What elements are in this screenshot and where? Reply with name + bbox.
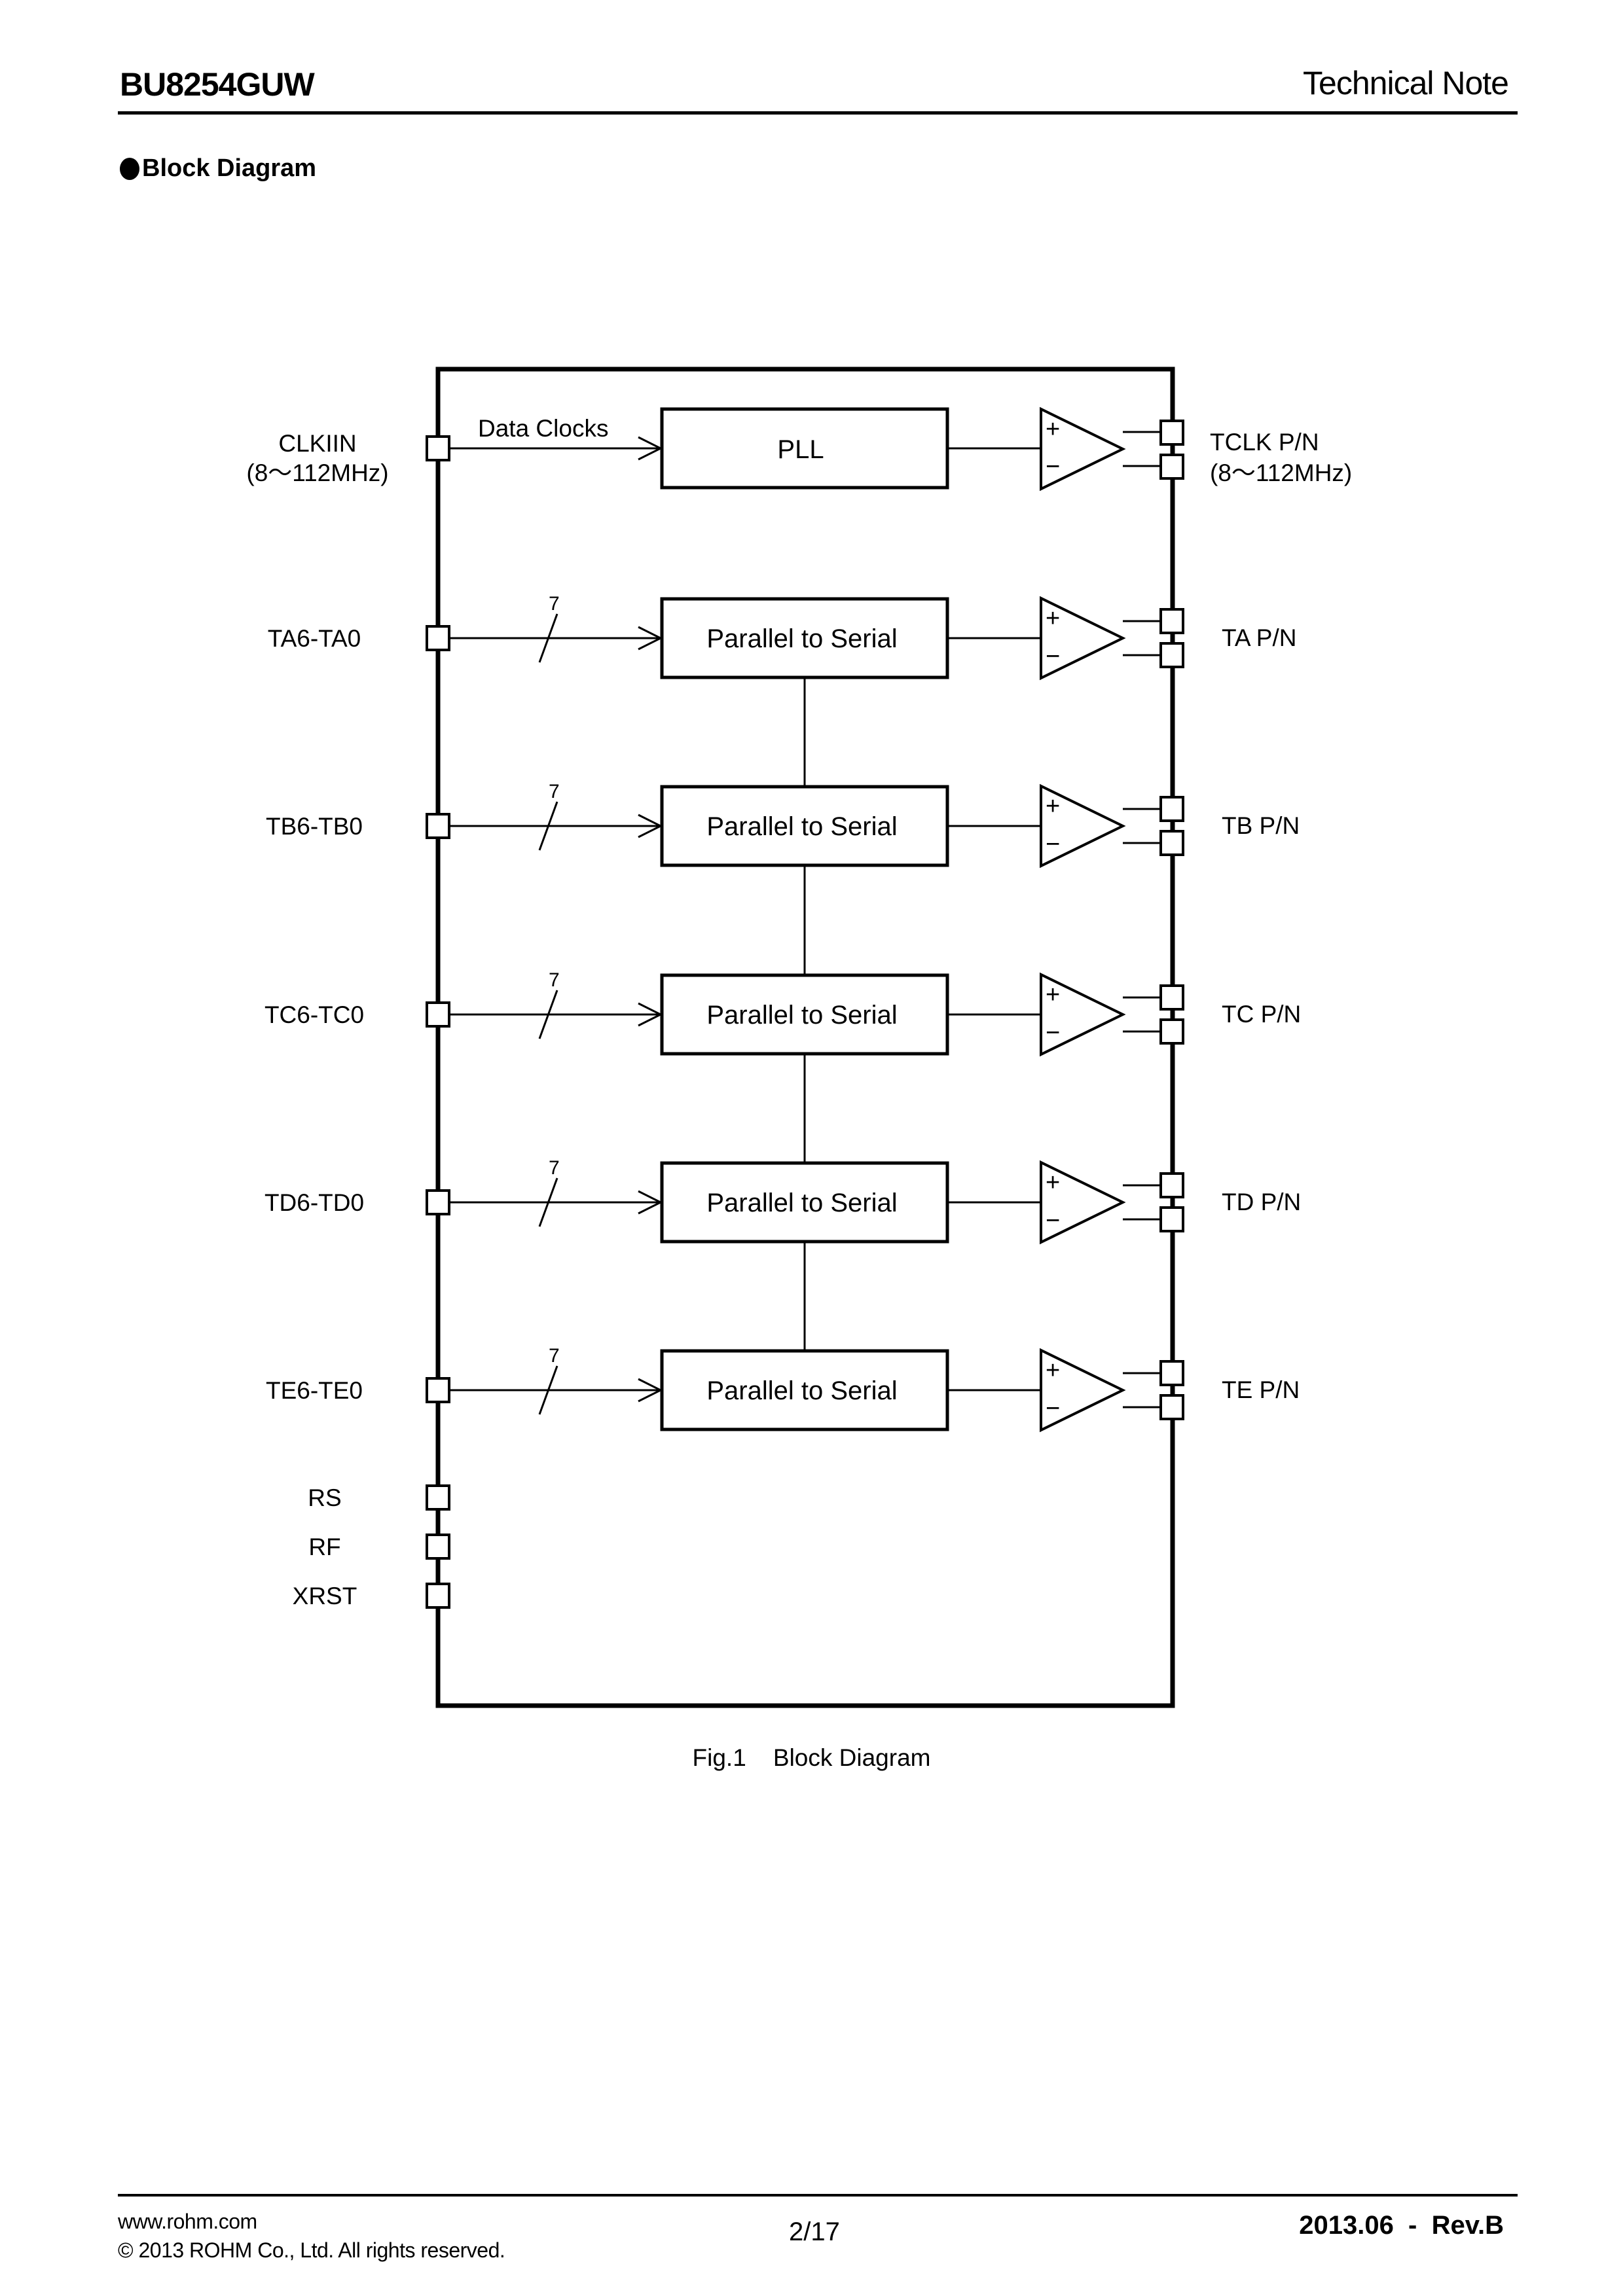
control-pin-label: RS — [308, 1484, 341, 1511]
clock-output-amp-icon — [1040, 406, 1126, 492]
bus-slash-icon — [538, 990, 558, 1039]
bus-slash-icon — [538, 613, 558, 663]
amp-minus-sign: − — [1046, 1207, 1060, 1234]
bus-width-label: 7 — [549, 1345, 560, 1367]
channel-output-label: TB P/N — [1222, 812, 1300, 839]
channel-output-label: TE P/N — [1222, 1376, 1300, 1403]
figure-caption: Fig.1 Block Diagram — [692, 1744, 931, 1771]
output-amp-icon — [1040, 783, 1126, 869]
amp-plus-sign: + — [1046, 1169, 1060, 1196]
parallel-to-serial-block — [660, 973, 949, 1056]
copyright: © 2013 ROHM Co., Ltd. All rights reserve… — [118, 2238, 505, 2262]
tclk-p-pin — [1159, 420, 1184, 446]
website-link[interactable]: www.rohm.com — [118, 2210, 257, 2233]
parallel-to-serial-label: Parallel to Serial — [706, 1189, 897, 1217]
clkiin-pin — [426, 435, 450, 461]
amp-minus-sign: − — [1046, 453, 1060, 480]
bus-slash-icon — [538, 1177, 558, 1227]
amp-plus-sign: + — [1046, 416, 1060, 443]
bus-width-label: 7 — [549, 593, 560, 615]
part-number: BU8254GUW — [120, 66, 315, 103]
amp-minus-sign: − — [1046, 643, 1060, 670]
output-n-pin — [1159, 830, 1184, 856]
channel-input-label: TB6-TB0 — [266, 813, 363, 840]
document-type: Technical Note — [1303, 65, 1509, 101]
revision: 2013.06 - Rev.B — [1299, 2211, 1504, 2240]
channel-input-label: TD6-TD0 — [264, 1189, 364, 1216]
output-p-pin — [1159, 1172, 1184, 1198]
parallel-to-serial-label: Parallel to Serial — [706, 812, 897, 841]
amp-plus-sign: + — [1046, 1357, 1060, 1384]
amp-minus-sign: − — [1046, 831, 1060, 858]
bus-width-label: 7 — [549, 969, 560, 991]
output-amp-icon — [1040, 596, 1126, 681]
channel-output-label: TA P/N — [1222, 624, 1296, 651]
pll-label: PLL — [777, 435, 824, 464]
control-pin — [426, 1484, 450, 1511]
clkiin-frequency: (8～112MHz) — [246, 459, 388, 486]
output-p-pin — [1159, 608, 1184, 634]
channel-input-label: TE6-TE0 — [266, 1377, 363, 1404]
output-n-pin — [1159, 1018, 1184, 1045]
channel-input-label: TA6-TA0 — [268, 625, 361, 652]
output-amp-icon — [1040, 972, 1126, 1057]
page-number: 2/17 — [789, 2217, 840, 2246]
footer-left: www.rohm.com © 2013 ROHM Co., Ltd. All r… — [118, 2207, 505, 2265]
output-p-pin — [1159, 1360, 1184, 1386]
channel-input-pin — [426, 1001, 450, 1028]
clkiin-label: CLKIIN — [278, 430, 356, 457]
amp-minus-sign: − — [1046, 1395, 1060, 1422]
control-pins: RS RF XRST — [293, 1484, 450, 1609]
clock-row: CLKIIN (8～112MHz) Data Clocks PLL + − TC… — [246, 406, 1352, 492]
header-rule — [118, 111, 1518, 115]
bullet-icon — [120, 157, 139, 180]
bus-slash-icon — [538, 801, 558, 851]
parallel-to-serial-label: Parallel to Serial — [706, 624, 897, 653]
bus-width-label: 7 — [549, 781, 560, 802]
output-amp-icon — [1040, 1160, 1126, 1245]
control-pin-label: XRST — [293, 1583, 357, 1609]
tclk-n-pin — [1159, 454, 1184, 480]
channel-input-pin — [426, 1377, 450, 1403]
section-heading: Block Diagram — [120, 154, 316, 183]
bus-width-label: 7 — [549, 1157, 560, 1179]
amp-plus-sign: + — [1046, 981, 1060, 1009]
tclk-label: TCLK P/N — [1210, 429, 1319, 456]
footer-rule — [118, 2194, 1518, 2197]
output-amp-icon — [1040, 1348, 1126, 1433]
output-n-pin — [1159, 1394, 1184, 1420]
channel-input-pin — [426, 813, 450, 839]
bus-slash-icon — [538, 1365, 558, 1415]
output-n-pin — [1159, 642, 1184, 668]
parallel-to-serial-block — [660, 1349, 949, 1431]
amp-plus-sign: + — [1046, 605, 1060, 632]
parallel-to-serial-label: Parallel to Serial — [706, 1376, 897, 1405]
output-p-pin — [1159, 984, 1184, 1011]
section-title: Block Diagram — [142, 154, 317, 182]
parallel-to-serial-label: Parallel to Serial — [706, 1001, 897, 1030]
output-n-pin — [1159, 1206, 1184, 1232]
channel-input-pin — [426, 1189, 450, 1215]
data-clocks-label: Data Clocks — [478, 415, 608, 442]
control-pin-label: RF — [308, 1534, 340, 1560]
parallel-to-serial-block — [660, 1161, 949, 1244]
output-p-pin — [1159, 796, 1184, 822]
channel-input-label: TC6-TC0 — [264, 1001, 364, 1028]
channel-input-pin — [426, 625, 450, 651]
tclk-frequency: (8～112MHz) — [1210, 459, 1352, 486]
amp-minus-sign: − — [1046, 1019, 1060, 1047]
channel-output-label: TD P/N — [1222, 1189, 1301, 1215]
channel-output-label: TC P/N — [1222, 1001, 1301, 1028]
control-pin — [426, 1534, 450, 1560]
control-pin — [426, 1583, 450, 1609]
amp-plus-sign: + — [1046, 793, 1060, 820]
